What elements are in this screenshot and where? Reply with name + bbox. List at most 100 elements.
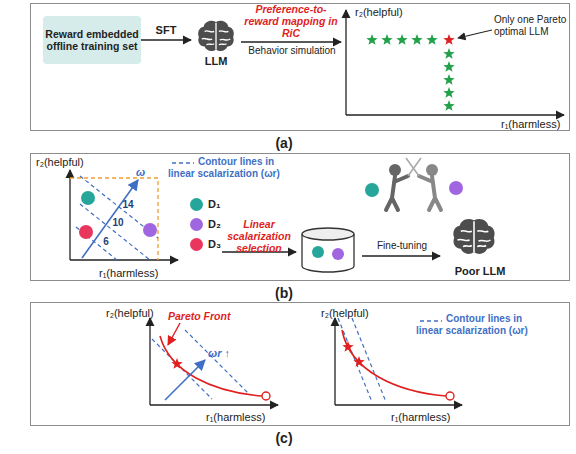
end-point <box>262 392 270 400</box>
legend-text: D₁ <box>208 198 221 211</box>
data-dot <box>449 181 463 195</box>
flow-label: Fine-tuning <box>362 240 442 252</box>
star-marker <box>366 34 377 45</box>
legend-text: D₃ <box>208 238 221 251</box>
legend-line <box>420 320 442 322</box>
legend-item: D₃ <box>190 238 240 251</box>
plot-area: r₂(helpful) r₁(harmless) <box>301 305 461 427</box>
x-axis <box>346 114 564 115</box>
star-marker <box>396 34 407 45</box>
dataset-box: Reward embedded offline training set <box>43 16 141 64</box>
llm-label: Poor LLM <box>447 265 513 278</box>
pareto-star <box>443 34 454 45</box>
data-dot <box>81 191 95 205</box>
legend-line <box>172 162 194 164</box>
star-marker <box>443 48 454 59</box>
y-axis <box>149 318 150 405</box>
legend-item: Contour lines in linear scalarization (ω… <box>416 313 551 336</box>
panel-label: (c) <box>264 430 304 446</box>
legend-swatch <box>190 198 203 211</box>
flow-note: Behavior simulation <box>242 45 342 57</box>
sword <box>406 158 421 176</box>
weight-arrow <box>165 360 205 400</box>
y-axis <box>334 318 335 405</box>
weight-arrow <box>82 180 138 258</box>
leader-arrow <box>458 30 492 38</box>
callout-note: Only one Pareto optimal LLM <box>494 14 570 37</box>
box-text: Reward embedded offline training set <box>45 28 139 52</box>
star-marker <box>411 34 422 45</box>
connector-arrow <box>241 41 341 42</box>
star-marker <box>443 61 454 72</box>
llm-node: Poor LLM <box>447 219 513 279</box>
axis-label: r₂(helpful) <box>36 156 106 169</box>
contour-value: 14 <box>120 199 136 211</box>
axis-label: r₁(harmless) <box>501 118 571 131</box>
contour-line <box>338 318 372 402</box>
axis-label: r₁(harmless) <box>391 411 461 424</box>
axis-label: r₂(helpful) <box>321 307 391 320</box>
connector-arrow <box>141 39 191 40</box>
plot-area: r₂(helpful) r₁(harmless) <box>34 156 181 282</box>
contour-line <box>185 330 250 395</box>
legend-item: D₁ <box>190 198 240 211</box>
legend-swatch <box>190 218 203 231</box>
panel-band: (b)r₂(helpful)r₁(harmless)Poor LLM <box>30 153 570 281</box>
bound-box <box>70 178 158 260</box>
axis-label: r₂(helpful) <box>106 307 176 320</box>
brain-icon <box>198 21 234 51</box>
contour-line <box>352 318 386 402</box>
database-top <box>302 228 354 240</box>
legend-text: D₂ <box>208 218 221 231</box>
pareto-curve <box>342 330 446 396</box>
end-point <box>446 392 454 400</box>
axis-label: r₁(harmless) <box>206 411 276 424</box>
legend-text: Contour lines in linear scalarization (ω… <box>416 313 551 336</box>
plot-area: r₂(helpful) r₁(harmless) <box>101 305 281 427</box>
edge-label: SFT <box>146 24 186 37</box>
flow-arrow <box>362 255 440 256</box>
curve-label: Pareto Front <box>168 310 248 322</box>
x-axis <box>335 404 462 405</box>
legend-swatch <box>190 238 203 251</box>
star-marker <box>443 87 454 98</box>
y-axis <box>345 10 346 115</box>
llm-label: LLM <box>191 55 241 68</box>
panel-label: (b) <box>264 285 304 301</box>
data-dot <box>312 246 324 258</box>
panel-label: (a) <box>264 135 304 151</box>
x-axis <box>70 259 178 260</box>
contour-value: 6 <box>98 236 114 248</box>
contour-value: 10 <box>110 217 126 229</box>
edge-label: Preference-to-reward mapping in RiC <box>241 3 341 39</box>
pareto-star <box>353 356 364 367</box>
star-marker <box>381 34 392 45</box>
weight-symbol: ωr ↑ <box>208 347 252 360</box>
star-marker <box>443 74 454 85</box>
llm-node: LLM <box>191 13 241 71</box>
legend-item: Contour lines in linear scalarization (ω… <box>168 156 293 179</box>
axis-label: r₁(harmless) <box>99 267 169 280</box>
data-dot <box>143 223 157 237</box>
weight-symbol: ω <box>136 166 152 179</box>
star-marker <box>426 34 437 45</box>
person-body <box>419 176 441 210</box>
axis-label: r₂(helpful) <box>355 6 425 19</box>
star-marker <box>443 100 454 111</box>
x-axis <box>150 404 278 405</box>
pareto-star <box>171 358 182 369</box>
legend-item: D₂ <box>190 218 240 231</box>
leader-arrow <box>168 323 180 345</box>
data-dot <box>332 248 344 260</box>
brain-icon <box>453 219 494 254</box>
pareto-star <box>342 341 353 352</box>
data-dot <box>79 225 93 239</box>
person-body <box>386 176 408 210</box>
flow-label: Linear scalarization selection <box>214 218 304 254</box>
y-axis <box>69 170 70 260</box>
legend-text: Contour lines in linear scalarization (ω… <box>168 156 293 179</box>
pareto-curve <box>160 336 262 396</box>
data-dot <box>365 183 379 197</box>
